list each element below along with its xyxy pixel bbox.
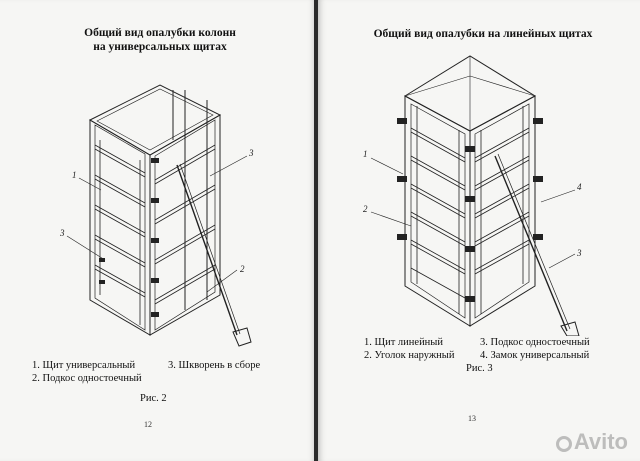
left-page: Общий вид опалубки колонн на универсальн… (0, 0, 316, 461)
left-legend-item-2: 2. Подкос одностоечный (32, 373, 142, 384)
right-legend-item-3: 3. Подкос одностоечный (480, 337, 590, 348)
avito-logo-icon (555, 436, 572, 452)
right-callout-3: 3 (576, 248, 582, 258)
left-page-number: 12 (144, 420, 152, 429)
left-callout-2: 2 (240, 264, 245, 274)
column-formwork-universal-figure: 1 2 3 3 (59, 84, 254, 347)
right-callout-1: 1 (363, 149, 368, 159)
left-figure-caption: Рис. 2 (140, 393, 167, 404)
avito-watermark: Avito (555, 429, 628, 455)
left-legend-item-3: 3. Шкворень в сборе (168, 360, 261, 371)
right-page-title: Общий вид опалубки на линейных щитах (373, 28, 593, 40)
right-legend-item-1: 1. Щит линейный (364, 337, 443, 348)
right-page-number: 13 (468, 414, 476, 423)
right-callout-2: 2 (363, 204, 368, 214)
right-callout-4: 4 (577, 182, 582, 192)
column-formwork-linear-figure: 1 2 3 4 (363, 55, 582, 336)
right-figure-caption: Рис. 3 (466, 363, 493, 374)
left-page-title: Общий вид опалубки колонн на универсальн… (40, 26, 280, 54)
left-title-line-2: на универсальных щитах (93, 41, 227, 53)
left-legend-item-1: 1. Щит универсальный (32, 360, 136, 371)
left-callout-1: 1 (72, 170, 77, 180)
watermark-text: Avito (573, 429, 628, 454)
left-callout-3b: 3 (248, 148, 254, 158)
left-callout-3a: 3 (59, 228, 65, 238)
right-legend-item-4: 4. Замок универсальный (480, 350, 590, 361)
book-gutter (314, 0, 320, 461)
left-title-line-1: Общий вид опалубки колонн (84, 27, 236, 39)
right-page: Общий вид опалубки на линейных щитах 1. … (318, 0, 640, 461)
right-legend-item-2: 2. Уголок наружный (364, 350, 455, 361)
